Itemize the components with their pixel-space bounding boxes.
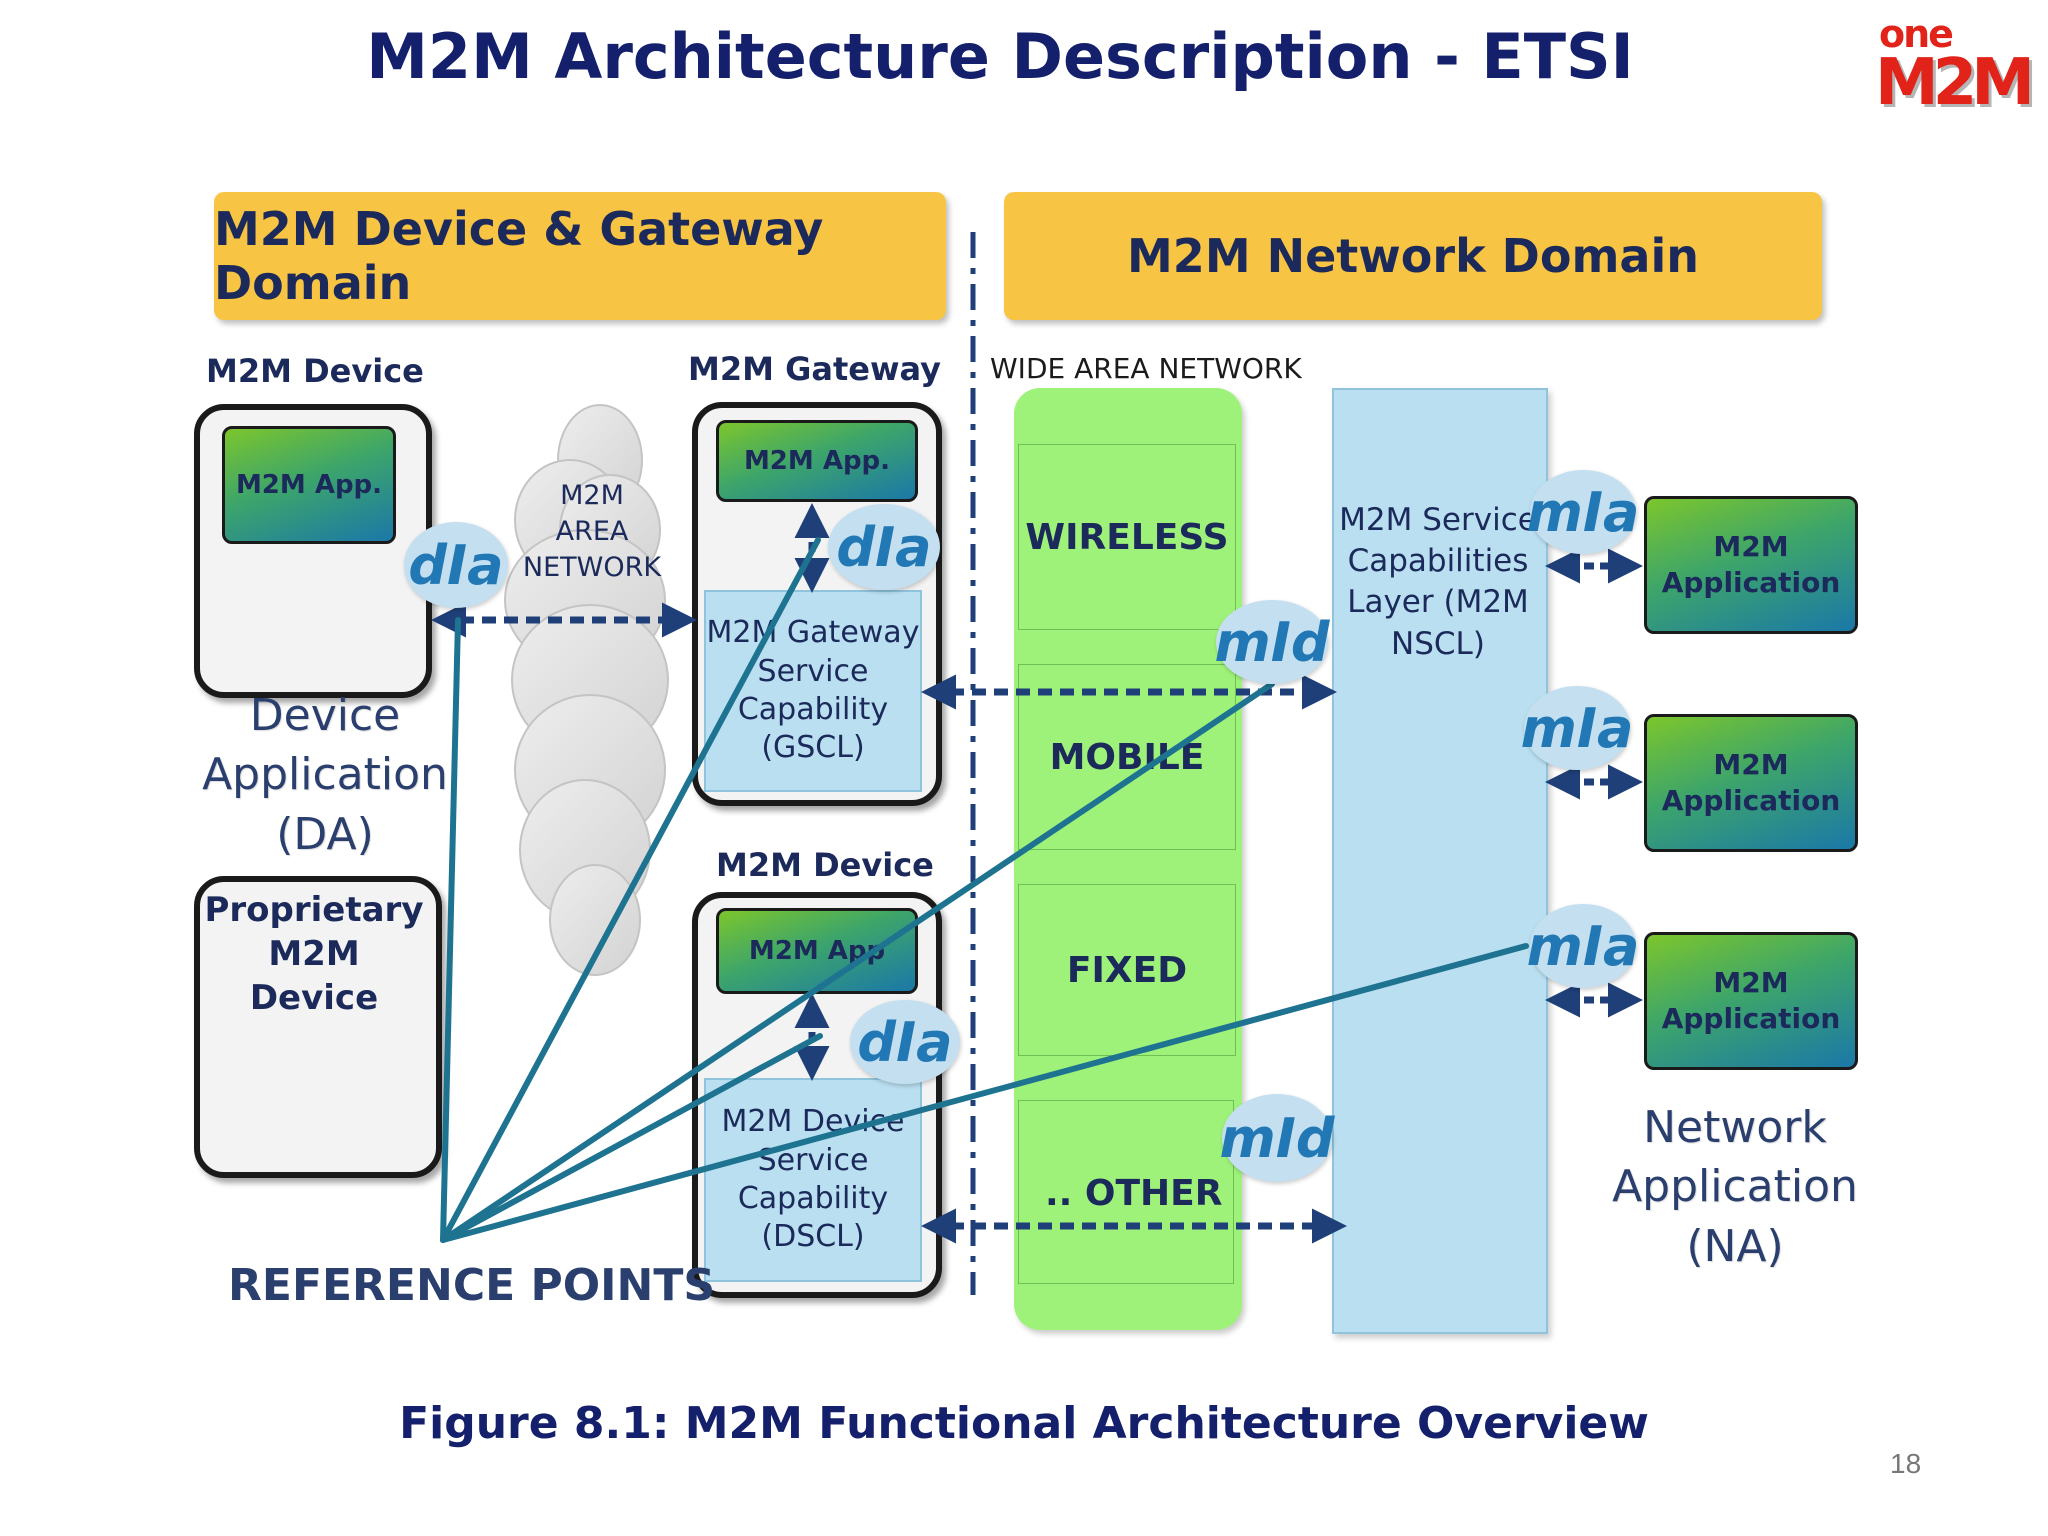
wan-column — [1014, 388, 1242, 1330]
nscl-line-3: Layer (M2M — [1347, 584, 1529, 621]
na1-line-1: M2M — [1713, 529, 1789, 563]
gscl-line-3: Capability — [737, 692, 889, 727]
network-domain-banner: M2M Network Domain — [1004, 192, 1822, 320]
figure-caption: Figure 8.1: M2M Functional Architecture … — [399, 1398, 1649, 1449]
logo-text-one: one — [1879, 12, 1954, 56]
da-line-1: Device — [249, 690, 401, 741]
area-network-label: M2M AREA NETWORK — [522, 478, 662, 586]
device-application-label: Device Application (DA) — [190, 686, 460, 864]
gateway-app: M2M App. — [716, 420, 918, 502]
nscl-line-2: Capabilities — [1347, 543, 1529, 580]
m2m-gateway-label: M2M Gateway — [688, 350, 941, 388]
network-application-1: M2M Application — [1644, 496, 1858, 634]
reference-points-label: REFERENCE POINTS — [228, 1260, 716, 1311]
slide-title: M2M Architecture Description - ETSI — [366, 20, 1634, 93]
wan-segment-wireless: WIRELESS — [1018, 444, 1236, 630]
proprietary-device-label: Proprietary M2M Device — [204, 888, 424, 1021]
reference-line-mid — [440, 681, 1275, 1243]
dscl-box: M2M Device Service Capability (DSCL) — [704, 1078, 922, 1282]
na2-line-2: Application — [1661, 784, 1841, 817]
na1-line-2: Application — [1661, 566, 1841, 599]
na-line-3: (NA) — [1686, 1220, 1784, 1272]
na3-line-2: Application — [1661, 1002, 1841, 1035]
nscl-column — [1332, 388, 1548, 1334]
badge-mia-2: mIa — [1521, 686, 1633, 770]
page-number: 18 — [1890, 1448, 1922, 1479]
da-line-3: (DA) — [276, 808, 374, 860]
dscl-line-3: Capability — [737, 1181, 889, 1216]
dscl-line-4: (DSCL) — [761, 1219, 865, 1255]
proprietary-line-2: M2M Device — [249, 934, 379, 1019]
m2m-device-app: M2M App. — [222, 426, 396, 544]
onem2m-logo: one M2M — [1875, 12, 2035, 120]
device-2-app: M2M App — [716, 908, 918, 994]
wan-segment-other: .. OTHER — [1018, 1100, 1234, 1284]
area-network-line-1: M2M — [560, 480, 624, 511]
gscl-line-4: (GSCL) — [761, 730, 865, 766]
m2m-device-label: M2M Device — [206, 352, 424, 390]
badge-dia-device2: dIa — [850, 1000, 960, 1084]
reference-line-dia-gateway — [440, 537, 821, 1243]
da-line-2: Application — [202, 749, 448, 801]
na2-line-1: M2M — [1713, 747, 1789, 781]
reference-line-dia-device2 — [440, 1033, 823, 1243]
nscl-label: M2M Service Capabilities Layer (M2M NSCL… — [1332, 500, 1544, 665]
network-application-label: Network Application (NA) — [1600, 1098, 1870, 1276]
area-network-line-2: AREA — [555, 515, 629, 547]
badge-mid-gateway: mId — [1215, 600, 1330, 684]
badge-mia-1: mIa — [1527, 470, 1639, 554]
device-gateway-domain-banner: M2M Device & Gateway Domain — [214, 192, 946, 320]
area-network-line-3: NETWORK — [522, 551, 662, 583]
area-network-cloud — [504, 404, 669, 976]
na-line-2: Application — [1612, 1161, 1858, 1213]
reference-line-mia — [440, 943, 1529, 1243]
m2m-device-2-label: M2M Device — [716, 846, 934, 884]
proprietary-line-1: Proprietary — [204, 890, 424, 930]
gscl-line-2: Service — [757, 653, 869, 689]
nscl-line-4: NSCL) — [1391, 625, 1485, 662]
nscl-line-1: M2M Service — [1339, 502, 1537, 538]
na3-line-1: M2M — [1713, 965, 1789, 999]
gscl-line-1: M2M Gateway — [706, 615, 920, 651]
badge-dia-gateway: dIa — [828, 504, 940, 590]
proprietary-device-box — [194, 876, 442, 1178]
network-application-3: M2M Application — [1644, 932, 1858, 1070]
network-application-2: M2M Application — [1644, 714, 1858, 852]
badge-mia-3: mIa — [1527, 904, 1639, 988]
logo-text-m2m: M2M — [1875, 46, 2035, 120]
badge-dia-device: dIa — [404, 522, 508, 608]
wan-segment-fixed: FIXED — [1018, 884, 1236, 1056]
badge-mid-device: mId — [1220, 1094, 1335, 1182]
wide-area-network-label: WIDE AREA NETWORK — [990, 352, 1302, 385]
na-line-1: Network — [1643, 1102, 1827, 1153]
reference-line-dia-device — [440, 617, 461, 1243]
